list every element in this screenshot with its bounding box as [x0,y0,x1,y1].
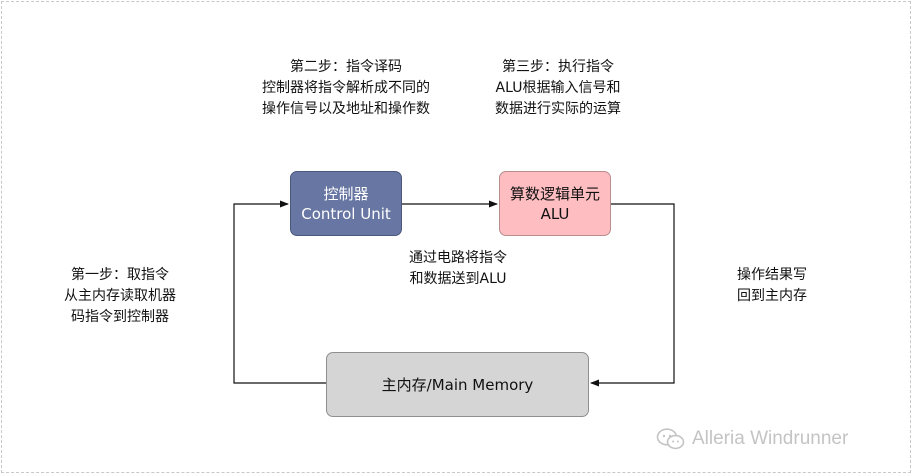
bus-line: 通过电路将指令 [409,250,507,266]
step3-line: 数据进行实际的运算 [495,101,621,117]
writeback-arrow [590,203,675,387]
step2-annotation: 第二步：指令译码 控制器将指令解析成不同的 操作信号以及地址和操作数 [240,57,452,120]
step2-line: 操作信号以及地址和操作数 [262,101,430,117]
control-unit-node: 控制器 Control Unit [290,171,402,236]
wechat-icon [656,428,685,450]
step1-line: 第一步：取指令 [71,267,169,283]
watermark: Alleria Windrunner [656,425,848,453]
bus-annotation: 通过电路将指令 和数据送到ALU [384,248,532,290]
main-memory-label: 主内存/Main Memory [381,375,534,394]
bus-line: 和数据送到ALU [409,271,507,287]
alu-label-cn: 算数逻辑单元 [509,184,600,203]
writeback-annotation: 操作结果写 回到主内存 [712,265,832,307]
alu-node: 算数逻辑单元 ALU [499,171,611,236]
step3-line: 第三步：执行指令 [502,59,614,75]
fetch-arrow [233,200,326,384]
control-unit-label-en: Control Unit [301,204,391,223]
writeback-line: 回到主内存 [737,288,807,304]
step3-annotation: 第三步：执行指令 ALU根据输入信号和 数据进行实际的运算 [478,57,638,120]
control-unit-label-cn: 控制器 [323,184,369,203]
main-memory-node: 主内存/Main Memory [326,352,589,417]
alu-label-en: ALU [540,204,570,223]
step2-line: 控制器将指令解析成不同的 [262,80,430,96]
step1-line: 从主内存读取机器 [64,288,176,304]
watermark-text: Alleria Windrunner [692,428,849,449]
step2-line: 第二步：指令译码 [290,59,402,75]
step1-annotation: 第一步：取指令 从主内存读取机器 码指令到控制器 [40,265,200,328]
step1-line: 码指令到控制器 [71,309,169,325]
step3-line: ALU根据输入信号和 [495,80,621,96]
writeback-line: 操作结果写 [737,267,807,283]
